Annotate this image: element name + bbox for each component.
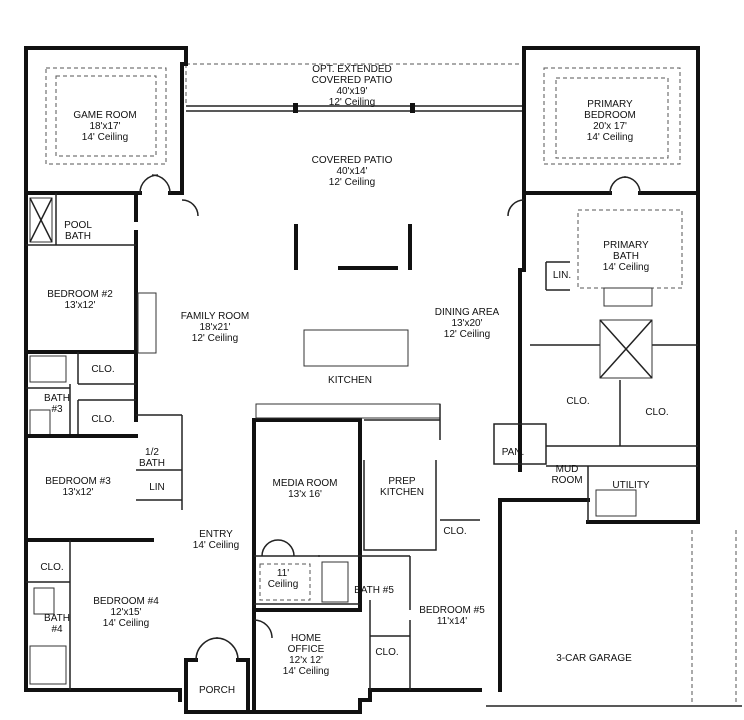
label-utility: UTILITY	[612, 480, 650, 491]
label-clo-bedroom-5: CLO.	[375, 647, 398, 658]
label-clo-primary-left: CLO.	[566, 396, 589, 407]
label-lin-hall: LIN	[149, 482, 165, 493]
label-kitchen: KITCHEN	[328, 375, 372, 386]
label-porch: PORCH	[199, 685, 235, 696]
interior-walls	[24, 67, 698, 714]
label-clo-primary-right: CLO.	[645, 407, 668, 418]
label-bath-4: BATH#4	[44, 613, 70, 635]
label-clo-bedroom-4: CLO.	[40, 562, 63, 573]
label-pantry: PAN.	[502, 447, 525, 458]
label-clo-bedroom-2: CLO.	[91, 364, 114, 375]
label-bath-5: BATH #5	[354, 585, 394, 596]
label-bath-3: BATH#3	[44, 393, 70, 415]
label-clo-entry: CLO.	[443, 526, 466, 537]
label-garage: 3-CAR GARAGE	[556, 653, 632, 664]
label-clo-bedroom-3: CLO.	[91, 414, 114, 425]
doors	[139, 174, 641, 661]
label-11-ceiling: 11'Ceiling	[268, 568, 299, 590]
label-lin-primary: LIN.	[553, 270, 571, 281]
exterior-walls	[24, 46, 742, 714]
